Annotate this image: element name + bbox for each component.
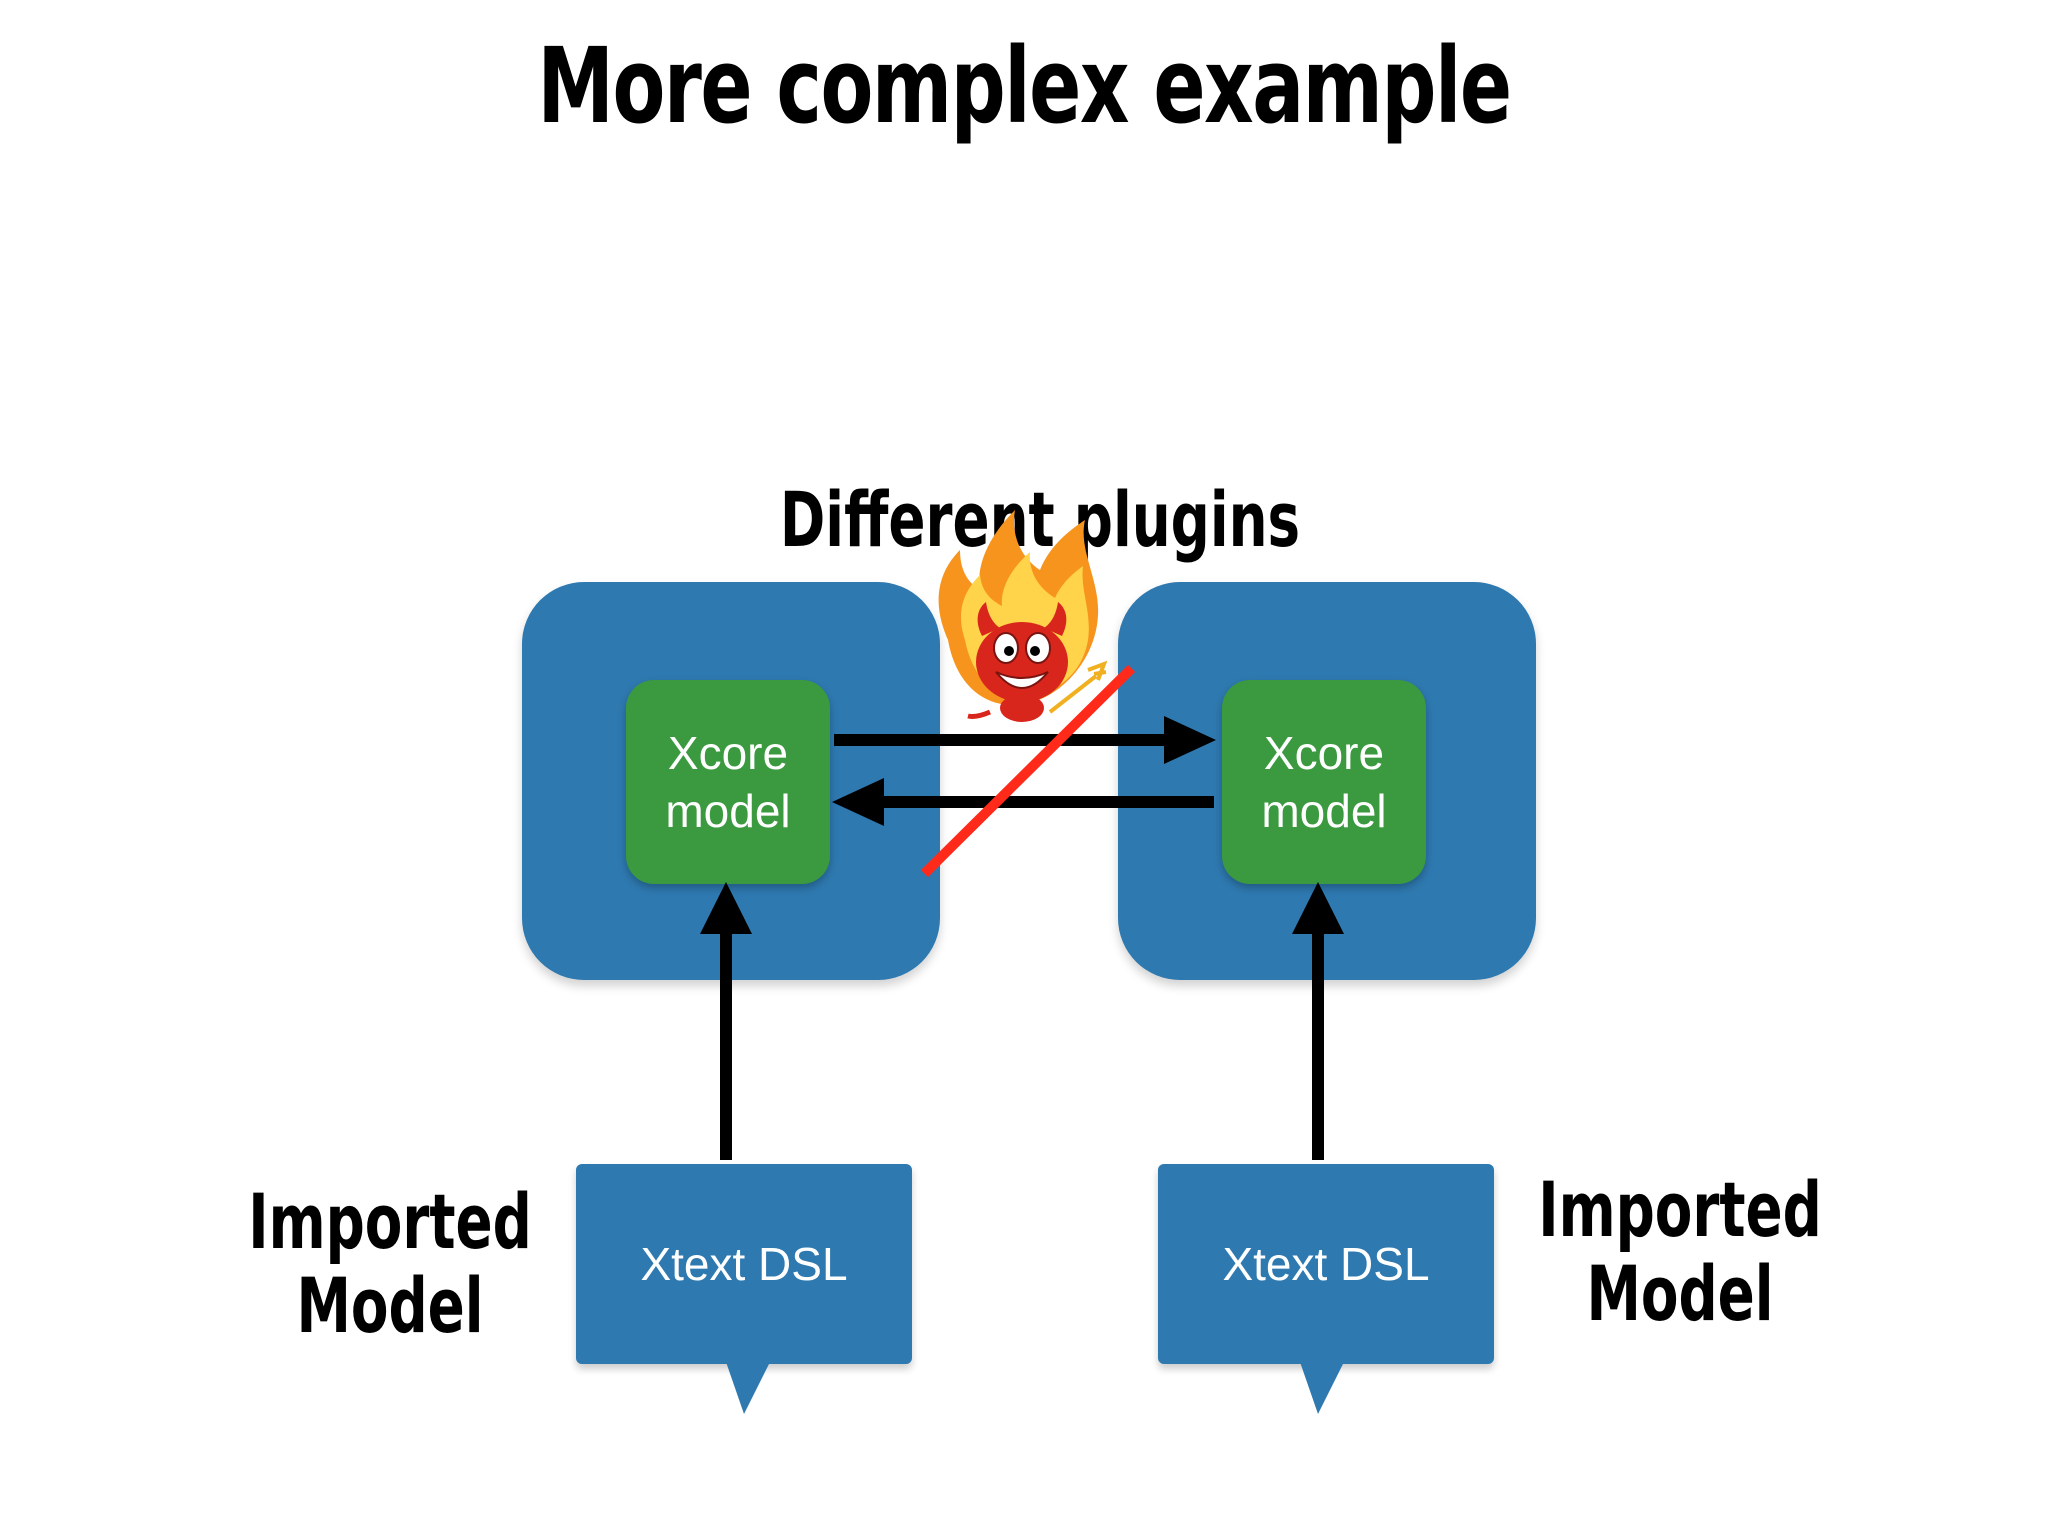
left-xtext-dsl-label: Xtext DSL (640, 1238, 848, 1290)
right-xcore-model-line2: model (1261, 785, 1387, 837)
slide-title: More complex example (537, 25, 1512, 147)
left-xcore-model-line1: Xcore (667, 727, 789, 779)
right-imported-line1: Imported (1538, 1165, 1822, 1254)
left-imported-model-label: Imported Model (217, 1180, 563, 1348)
right-imported-line2: Model (1586, 1249, 1774, 1338)
left-xcore-model: Xcore model (626, 680, 830, 884)
right-imported-model-label: Imported Model (1507, 1168, 1853, 1336)
right-xtext-dsl-box: Xtext DSL (1158, 1164, 1494, 1364)
right-dsl-bubble-tail (1300, 1362, 1344, 1414)
different-plugins-label: Different plugins (779, 475, 1301, 564)
right-dsl-to-model-arrow (1292, 882, 1344, 1160)
right-xcore-model-line1: Xcore (1263, 727, 1385, 779)
red-strike-line (920, 664, 1136, 878)
right-xtext-dsl-label: Xtext DSL (1222, 1238, 1430, 1290)
left-dsl-bubble-tail (726, 1362, 770, 1414)
left-dsl-to-model-arrow (700, 882, 752, 1160)
left-imported-line2: Model (296, 1261, 484, 1350)
left-xtext-dsl-box: Xtext DSL (576, 1164, 912, 1364)
right-xcore-model: Xcore model (1222, 680, 1426, 884)
left-to-right-model-arrow (834, 716, 1216, 764)
right-to-left-model-arrow (832, 778, 1214, 826)
left-imported-line1: Imported (248, 1177, 532, 1266)
left-xcore-model-line2: model (665, 785, 791, 837)
devil-fire-icon (938, 510, 1108, 722)
